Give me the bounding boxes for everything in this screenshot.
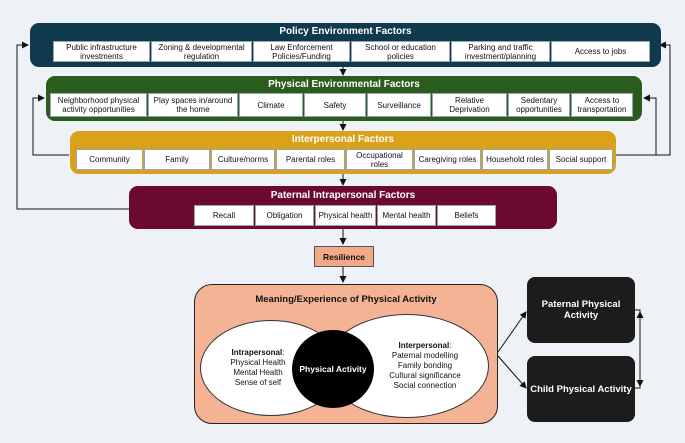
interpersonal-item: Household roles [482, 149, 548, 170]
interpersonal-heading: Interpersonal: [398, 341, 452, 350]
resilience-box: Resilience [314, 246, 374, 267]
paternal-item: Obligation [255, 205, 314, 226]
physical-item: Access to transportation [571, 93, 633, 117]
interpersonal-item: Social support [549, 149, 613, 170]
physical-title: Physical Environmental Factors [268, 79, 420, 90]
physical-item: Play spaces in/around the home [148, 93, 238, 117]
child-activity-box: Child Physical Activity [527, 356, 635, 422]
meaning-title: Meaning/Experience of Physical Activity [255, 294, 437, 305]
intrapersonal-line: Sense of self [234, 378, 282, 387]
policy-item: Law Enforcement Policies/Funding [253, 41, 350, 62]
physical-item: Neighborhood physical activity opportuni… [50, 93, 147, 117]
physical-item: Surveillance [367, 93, 431, 117]
interpersonal-line: Family bonding [397, 361, 453, 370]
policy-item: Parking and traffic investment/planning [451, 41, 550, 62]
interpersonal-line: Social connection [393, 381, 457, 390]
interpersonal-item: Occupational roles [346, 149, 413, 170]
physical-item: Sedentary opportunities [508, 93, 570, 117]
interpersonal-item: Caregiving roles [414, 149, 481, 170]
paternal-item: Beliefs [437, 205, 496, 226]
paternal-activity-box: Paternal Physical Activity [527, 277, 635, 343]
paternal-item: Mental health [377, 205, 436, 226]
interpersonal-item: Community [76, 149, 143, 170]
physical-activity-core: Physical Activity [292, 330, 374, 408]
paternal-title: Paternal Intrapersonal Factors [270, 190, 416, 201]
physical-item: Relative Deprivation [432, 93, 507, 117]
policy-item: Public infrastructure investments [53, 41, 150, 62]
interpersonal-line: Paternal modelling [391, 351, 459, 360]
policy-item: Zoning & developmental regulation [151, 41, 252, 62]
interpersonal-item: Family [144, 149, 210, 170]
intrapersonal-line: Mental Health [233, 368, 283, 377]
interpersonal-item: Parental roles [276, 149, 345, 170]
paternal-item: Physical health [315, 205, 376, 226]
paternal-item: Recall [194, 205, 254, 226]
intrapersonal-line: Physical Health [230, 358, 286, 367]
policy-item: Access to jobs [551, 41, 650, 62]
interpersonal-title: Interpersonal Factors [291, 134, 395, 145]
physical-item: Safety [304, 93, 366, 117]
policy-title: Policy Environment Factors [279, 26, 412, 37]
intrapersonal-heading: Intrapersonal: [231, 348, 285, 357]
interpersonal-item: Culture/norms [211, 149, 275, 170]
physical-item: Climate [239, 93, 303, 117]
policy-item: School or education policies [351, 41, 450, 62]
interpersonal-line: Cultural significance [389, 371, 461, 380]
